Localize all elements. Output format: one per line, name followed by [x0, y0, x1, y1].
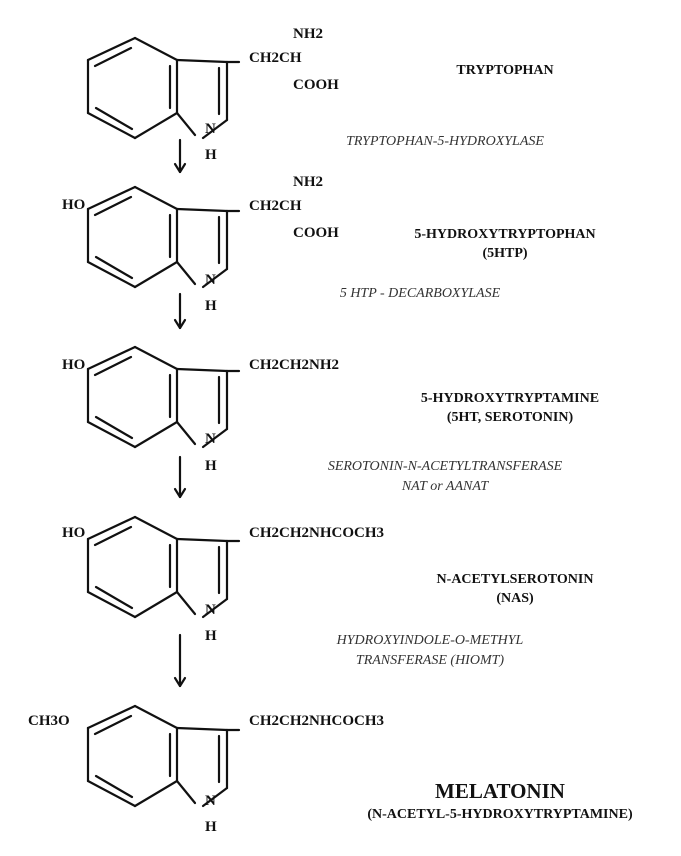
arrow-head [173, 487, 187, 499]
double-bond [93, 46, 133, 68]
side-chain-line: CH2CH [249, 50, 302, 66]
ring-bond [86, 515, 137, 541]
reaction-arrow [173, 292, 187, 330]
ring-bond [175, 537, 229, 543]
compound-name: 5-HYDROXYTRYPTAMINE [420, 391, 600, 406]
ring-bond [86, 420, 137, 449]
substituent-5: HO [62, 197, 86, 213]
compound-name: 5-HYDROXYTRYPTOPHAN [414, 227, 596, 242]
ring-bond [133, 345, 179, 371]
ring-bond [133, 515, 179, 541]
ring-bond [175, 420, 197, 446]
side-chain-line: NH2 [293, 26, 323, 42]
substituent-5: HO [62, 357, 86, 373]
ring-bond [175, 590, 197, 616]
ring-nitrogen: N [205, 121, 216, 137]
compound-abbrev: (NAS) [496, 591, 534, 606]
side-chain-line: CH2CH [249, 198, 302, 214]
ring-bond [86, 779, 137, 808]
reaction-arrow [173, 455, 187, 499]
enzyme-label: SEROTONIN-N-ACETYLTRANSFERASE [327, 459, 563, 474]
indole-ring [86, 515, 241, 619]
ring-bond [86, 185, 137, 211]
indole-ring [86, 185, 241, 289]
side-chain-line: CH2CH2NHCOCH3 [249, 713, 384, 729]
side-chain-line: COOH [293, 77, 339, 93]
ring-hydrogen: H [205, 628, 217, 644]
double-bond [93, 195, 133, 217]
ring-hydrogen: H [205, 819, 217, 835]
ring-bond [201, 427, 229, 449]
double-bond [93, 355, 133, 377]
ring-hydrogen: H [205, 147, 217, 163]
enzyme-label: TRYPTOPHAN-5-HYDROXYLASE [346, 134, 544, 149]
ring-bond [86, 260, 137, 289]
ring-bond [175, 207, 229, 213]
ring-bond [86, 704, 137, 730]
double-bond [93, 525, 133, 547]
side-chain-line: CH2CH2NH2 [249, 357, 339, 373]
indole-ring [86, 36, 241, 140]
compound-name: TRYPTOPHAN [456, 63, 554, 78]
double-bond [94, 585, 134, 610]
double-bond [94, 415, 134, 440]
ring-nitrogen: N [205, 793, 216, 809]
ring-bond [86, 36, 137, 62]
enzyme-label: TRANSFERASE (HIOMT) [355, 653, 505, 668]
ring-bond [86, 590, 137, 619]
compound-abbrev: (5HT, SEROTONIN) [446, 410, 574, 425]
ring-bond [175, 367, 229, 373]
ring-bond [175, 58, 229, 64]
reaction-arrow [173, 138, 187, 174]
ring-hydrogen: H [205, 458, 217, 474]
ring-bond [86, 345, 137, 371]
ring-bond [133, 185, 179, 211]
ring-nitrogen: N [205, 272, 216, 288]
ring-bond [133, 260, 179, 289]
compound-abbrev: (5HTP) [482, 246, 528, 261]
double-bond [94, 774, 134, 799]
side-chain-line: COOH [293, 225, 339, 241]
indole-ring [86, 345, 241, 449]
ring-bond [175, 111, 197, 137]
substituent-5: HO [62, 525, 86, 541]
compound-iupac-name: (N-ACETYL-5-HYDROXYTRYPTAMINE) [367, 807, 633, 822]
enzyme-label: 5 HTP - DECARBOXYLASE [339, 286, 501, 301]
indole-ring [86, 704, 241, 808]
side-chain-line: CH2CH2NHCOCH3 [249, 525, 384, 541]
reaction-arrow [173, 633, 187, 688]
arrow-head [173, 318, 187, 330]
ring-bond [133, 111, 179, 140]
ring-bond [86, 111, 137, 140]
ring-bond [175, 260, 197, 286]
ring-nitrogen: N [205, 431, 216, 447]
enzyme-label: HYDROXYINDOLE-O-METHYL [336, 633, 524, 648]
double-bond [94, 255, 134, 280]
arrow-head [173, 162, 187, 174]
ring-bond [133, 704, 179, 730]
ring-bond [175, 726, 229, 732]
ring-nitrogen: N [205, 602, 216, 618]
compound-name: MELATONIN [435, 779, 565, 803]
ring-bond [133, 36, 179, 62]
side-chain-line: NH2 [293, 174, 323, 190]
arrow-head [173, 676, 187, 688]
ring-bond [133, 779, 179, 808]
ring-bond [201, 118, 229, 140]
ring-hydrogen: H [205, 298, 217, 314]
double-bond [93, 714, 133, 736]
compound-name: N-ACETYLSEROTONIN [436, 572, 594, 587]
enzyme-label: NAT or AANAT [401, 479, 489, 494]
ring-bond [133, 420, 179, 449]
ring-bond [201, 597, 229, 619]
ring-bond [201, 267, 229, 289]
double-bond [94, 106, 134, 131]
ring-bond [175, 779, 197, 805]
substituent-5: CH3O [28, 713, 70, 729]
ring-bond [133, 590, 179, 619]
ring-bond [201, 786, 229, 808]
